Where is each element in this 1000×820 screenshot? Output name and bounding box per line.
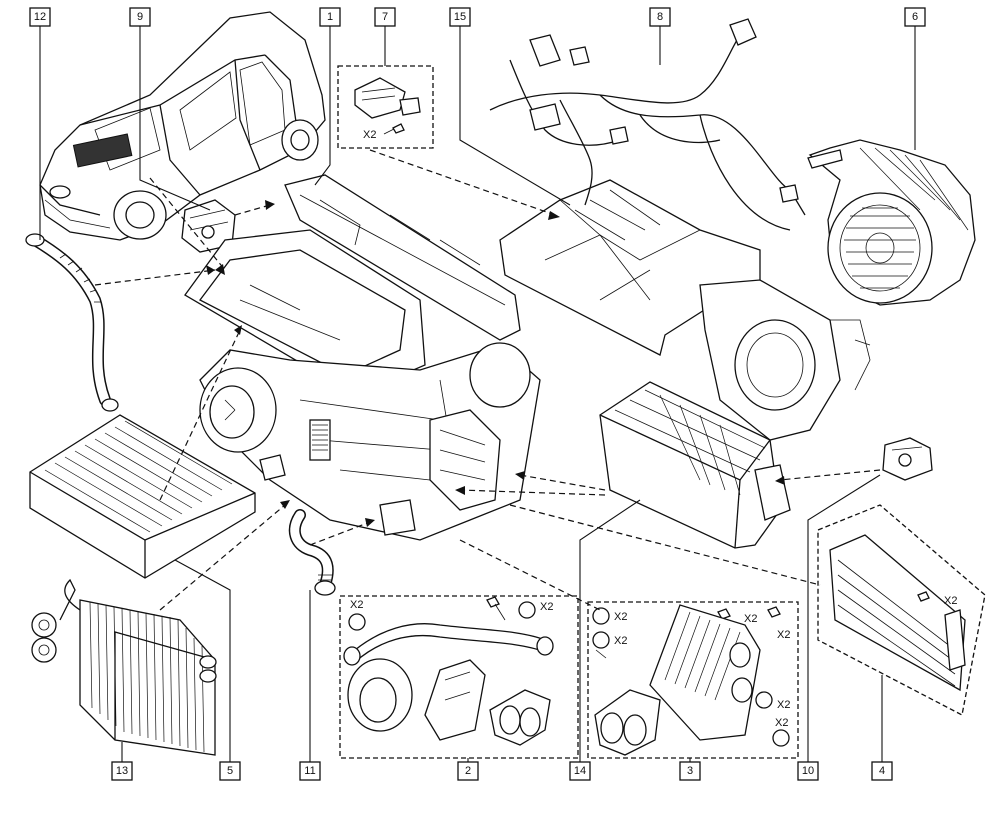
vehicle-illustration (39, 11, 326, 241)
svg-text:15: 15 (454, 11, 466, 23)
callout-14: 14 (569, 761, 591, 781)
heater-element-part-4 (817, 504, 986, 716)
callout-6: 6 (904, 7, 926, 27)
drain-hose-part-12 (25, 233, 119, 412)
qty-kit4-screw: X2 (944, 595, 957, 607)
svg-text:9: 9 (137, 11, 143, 23)
svg-text:6: 6 (912, 11, 918, 23)
callout-12: 12 (29, 7, 51, 27)
callout-1: 1 (319, 7, 341, 27)
quantity-labels: X2 X2 X2 X2 X2 X2 X2 X2 X2 X2 (350, 129, 957, 729)
svg-text:11: 11 (304, 765, 315, 777)
qty-kit3-oring-b: X2 (614, 635, 627, 647)
qty-kit2-screw: X2 (540, 601, 553, 613)
kit-box-part-2 (339, 595, 579, 759)
hvac-housing-part-1 (184, 174, 541, 541)
wiring-harness-part-8 (489, 18, 806, 231)
callout-7: 7 (374, 7, 396, 27)
leader-lines (39, 25, 916, 762)
svg-text:10: 10 (802, 765, 814, 777)
svg-text:13: 13 (116, 765, 128, 777)
svg-text:14: 14 (574, 765, 586, 777)
callout-2: 2 (457, 761, 479, 781)
qty-kit3-oring-a: X2 (614, 611, 627, 623)
svg-text:3: 3 (687, 765, 693, 777)
callout-3: 3 (679, 761, 701, 781)
svg-text:7: 7 (382, 11, 388, 23)
qty-kit3-screw-b: X2 (777, 629, 790, 641)
assembly-arrows (94, 149, 881, 611)
svg-text:1: 1 (327, 11, 333, 23)
blower-housing-part-15 (499, 179, 871, 441)
blower-fan-part-6 (807, 139, 976, 306)
qty-kit7-screw: X2 (363, 129, 376, 141)
callout-4: 4 (871, 761, 893, 781)
svg-text:5: 5 (227, 765, 233, 777)
actuator-part-9 (181, 199, 236, 253)
callout-5: 5 (219, 761, 241, 781)
callout-8: 8 (649, 7, 671, 27)
evaporator-part-13 (31, 578, 217, 756)
callout-9: 9 (129, 7, 151, 27)
svg-text:4: 4 (879, 765, 885, 777)
qty-kit3-oring-c: X2 (777, 699, 790, 711)
cabin-filter-part-5 (29, 414, 256, 579)
qty-kit2-oring: X2 (350, 599, 363, 611)
kit-box-part-7 (337, 65, 434, 149)
callout-15: 15 (449, 7, 471, 27)
callout-13: 13 (111, 761, 133, 781)
drain-pipe-part-11 (288, 509, 336, 596)
qty-kit3-screw-a: X2 (744, 613, 757, 625)
svg-text:2: 2 (465, 765, 471, 777)
svg-text:8: 8 (657, 11, 663, 23)
kit-box-part-3 (587, 601, 799, 759)
svg-text:12: 12 (34, 11, 46, 23)
callout-labels: 12 9 1 7 15 8 6 13 5 11 2 14 3 10 4 (29, 7, 926, 781)
qty-kit3-oring-d: X2 (775, 717, 788, 729)
actuator-part-10 (882, 437, 933, 481)
callout-11: 11 (299, 761, 321, 781)
callout-10: 10 (797, 761, 819, 781)
